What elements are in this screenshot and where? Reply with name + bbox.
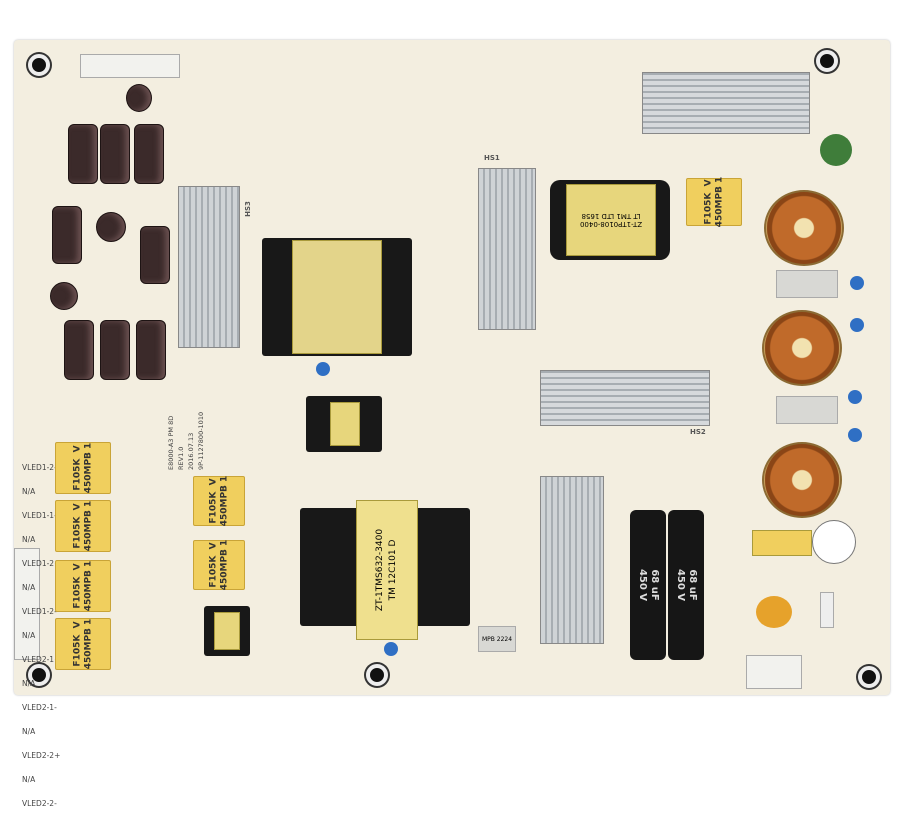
hs1-label: HS1: [484, 154, 500, 162]
hs2-label: HS2: [690, 428, 706, 436]
film-capacitor: F105K V 450MPB 1: [55, 560, 111, 612]
vled-label: N/A: [22, 487, 36, 496]
heatsink: [478, 168, 536, 330]
vled-label: VLED1-2+: [22, 559, 61, 568]
electrolytic-capacitor: [126, 84, 152, 112]
x-capacitor: [776, 270, 838, 298]
electrolytic-capacitor: [100, 124, 130, 184]
electrolytic-capacitor: [52, 206, 82, 264]
thermistor-outline: [812, 520, 856, 564]
mounting-hole: [366, 664, 388, 686]
transformer-label: ZT-1TP0108-0400 LT TM1 LTD 1658: [579, 212, 643, 228]
toroid-inductor: [762, 442, 842, 518]
cap-label: F105K V 450MPB 1: [208, 539, 230, 591]
heatsink: [642, 72, 810, 134]
cap-label: 68 uF 450 V: [636, 568, 660, 602]
cap-label: F105K V 450MPB 1: [702, 176, 724, 228]
x-capacitor: [776, 396, 838, 424]
film-capacitor: F105K V 450MPB 1: [686, 176, 742, 228]
vled-label: N/A: [22, 775, 36, 784]
vled-label: N/A: [22, 535, 36, 544]
y-capacitor: [850, 318, 864, 332]
mounting-hole: [858, 666, 880, 688]
cap-label: F105K V 450MPB 1: [71, 560, 93, 612]
vled-label: VLED1-2-: [22, 463, 57, 472]
cap-label: 68 uF 450 V: [674, 568, 698, 602]
film-capacitor: F105K V 450MPB 1: [55, 500, 111, 552]
y-capacitor: [848, 428, 862, 442]
x-capacitor-small: [752, 530, 812, 556]
transformer-label: ZT-1TMS632-3400 TM 12C101 D: [375, 528, 398, 612]
transformer-top: ZT-1TP0108-0400 LT TM1 LTD 1658: [566, 184, 656, 256]
film-capacitor: F105K V 450MPB 1: [55, 442, 111, 494]
vled-label: VLED2-2-: [22, 799, 57, 808]
heatsink: [540, 476, 604, 644]
vled-label: N/A: [22, 631, 36, 640]
hs3-label: HS3: [243, 201, 252, 217]
electrolytic-capacitor: [136, 320, 166, 380]
electrolytic-capacitor: [134, 124, 164, 184]
mov-label: MPB 2224: [481, 635, 513, 643]
toroid-inductor: [764, 190, 844, 266]
heatsink-hs3: [178, 186, 240, 348]
y-capacitor: [850, 276, 864, 290]
pcb-marking: E8000-A3 PM 8D REV1.0 2016.07.13 9P-1127…: [167, 411, 205, 470]
small-transformer-winding: [330, 402, 360, 446]
electrolytic-capacitor: [64, 320, 94, 380]
main-transformer: ZT-1TMS632-3400 TM 12C101 D: [356, 500, 418, 640]
mounting-hole: [28, 54, 50, 76]
film-capacitor: F105K V 450MPB 1: [193, 540, 245, 590]
mounting-hole: [28, 664, 50, 686]
transformer-winding: [292, 240, 382, 354]
output-connector: [14, 548, 40, 660]
small-transformer-winding: [214, 612, 240, 650]
vled-label: N/A: [22, 583, 36, 592]
vled-label: VLED2-1+: [22, 655, 61, 664]
vled-label: VLED1-1-: [22, 511, 57, 520]
ac-input-connector: [746, 655, 802, 689]
y-capacitor: [848, 390, 862, 404]
top-connector: [80, 54, 180, 78]
cap-label: F105K V 450MPB 1: [71, 618, 93, 670]
mov-component: MPB 2224: [478, 626, 516, 652]
electrolytic-capacitor: [100, 320, 130, 380]
film-capacitor: F105K V 450MPB 1: [193, 476, 245, 526]
bulk-capacitor: 68 uF 450 V: [630, 510, 666, 660]
heatsink-hs2: [540, 370, 710, 426]
cap-label: F105K V 450MPB 1: [208, 475, 230, 527]
mounting-hole: [816, 50, 838, 72]
vled-label: VLED2-2+: [22, 751, 61, 760]
electrolytic-capacitor: [140, 226, 170, 284]
toroid-inductor: [762, 310, 842, 386]
y-capacitor: [316, 362, 330, 376]
electrolytic-capacitor: [68, 124, 98, 184]
cap-label: F105K V 450MPB 1: [71, 500, 93, 552]
vled-label: VLED2-1-: [22, 703, 57, 712]
bulk-capacitor: 68 uF 450 V: [668, 510, 704, 660]
film-capacitor: F105K V 450MPB 1: [55, 618, 111, 670]
vled-label: VLED1-2-: [22, 607, 57, 616]
vled-label: N/A: [22, 679, 36, 688]
electrolytic-capacitor: [96, 212, 126, 242]
cap-label: F105K V 450MPB 1: [71, 442, 93, 494]
varistor: [756, 596, 792, 628]
y-capacitor: [384, 642, 398, 656]
varistor: [820, 134, 852, 166]
electrolytic-capacitor: [50, 282, 78, 310]
vled-label: N/A: [22, 727, 36, 736]
fuse: [820, 592, 834, 628]
